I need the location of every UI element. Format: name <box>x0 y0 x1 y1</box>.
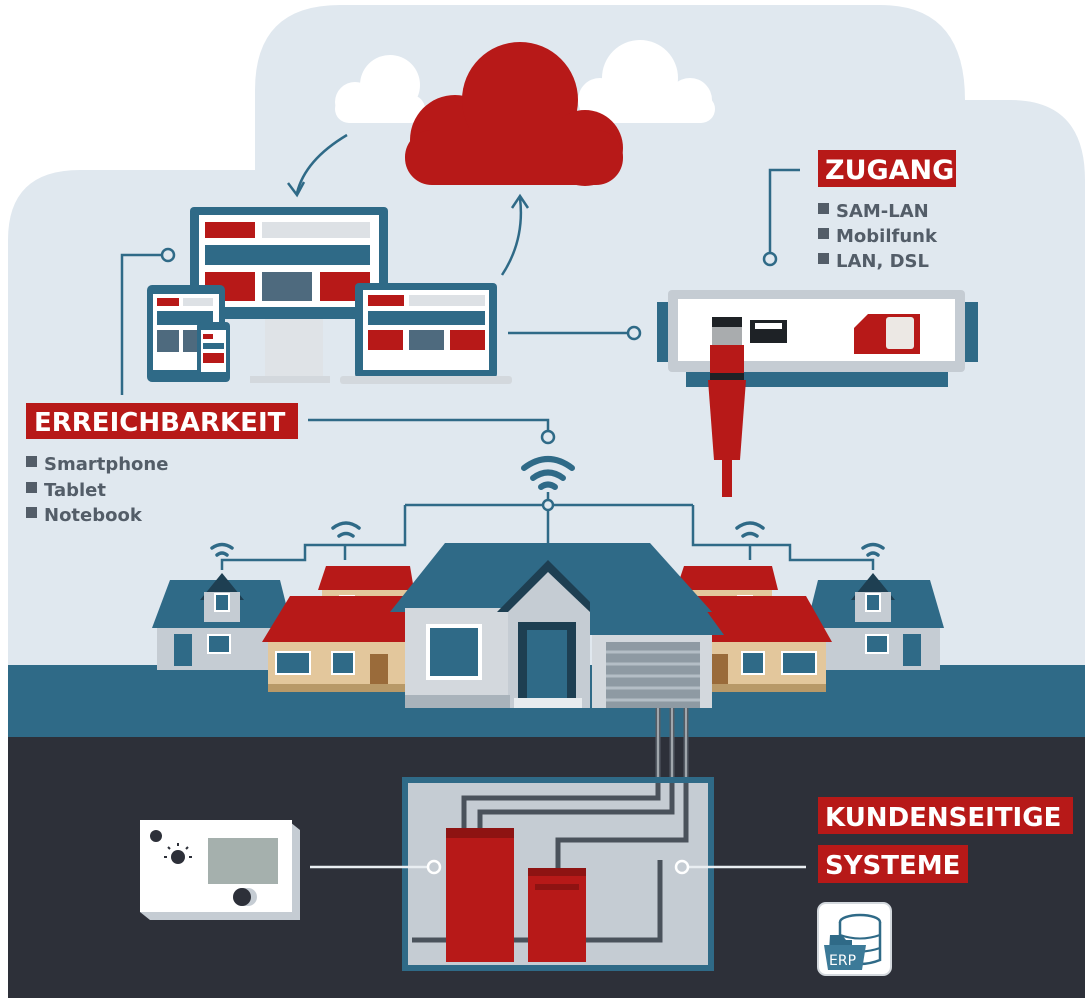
list-item: LAN, DSL <box>836 251 929 272</box>
sun-icon <box>171 850 185 864</box>
arrow-cloud-to-devices <box>295 133 348 194</box>
network-node <box>541 498 555 512</box>
white-cloud-left <box>335 55 425 123</box>
control-cabinet <box>528 868 586 962</box>
house-far-left <box>152 573 292 670</box>
house-main <box>390 543 724 708</box>
bullet-icon <box>26 456 37 467</box>
erp-database-icon: ERP <box>817 902 892 976</box>
heating-unit <box>446 828 514 962</box>
connector-node <box>674 859 690 875</box>
connector-zugang <box>768 168 800 253</box>
connector-node <box>160 247 176 263</box>
list-item: Tablet <box>44 480 106 501</box>
basement-room <box>402 777 714 971</box>
thermostat-device-icon <box>140 820 300 920</box>
ethernet-cable-icon <box>708 317 746 497</box>
arrow-head <box>287 181 306 198</box>
bullet-icon <box>818 203 829 214</box>
house-far-right <box>806 573 944 670</box>
erreichbarkeit-title: ERREICHBARKEIT <box>34 408 286 438</box>
connector-devices-erreichbarkeit <box>120 253 162 395</box>
wifi-icon-small <box>210 521 885 557</box>
erreichbarkeit-label-bg <box>26 403 298 439</box>
house-red-left <box>262 566 414 692</box>
arrow-head <box>510 193 530 209</box>
bullet-icon <box>818 228 829 239</box>
arrow-devices-to-cloud <box>500 197 523 276</box>
sky-background <box>8 5 1085 670</box>
bullet-icon <box>818 253 829 264</box>
kundenseitige-label-bg <box>818 797 1073 834</box>
connector-erreichbarkeit-house <box>308 418 550 431</box>
smartphone-icon <box>197 322 230 382</box>
zugang-title: ZUGANG <box>825 155 954 186</box>
erreichbarkeit-list: Smartphone Tablet Notebook <box>26 454 168 526</box>
wifi-icon <box>521 456 575 490</box>
list-item: SAM-LAN <box>836 201 929 222</box>
connector-node <box>426 859 442 875</box>
cloud-icon <box>405 42 623 186</box>
list-item: Smartphone <box>44 454 168 475</box>
connector-node <box>540 429 556 445</box>
bullet-icon <box>26 482 37 493</box>
connector-node <box>762 251 778 267</box>
router-device-icon <box>657 290 978 387</box>
zugang-label-bg <box>818 150 956 187</box>
notebook-icon <box>340 283 512 384</box>
erp-label: ERP <box>829 953 856 969</box>
bullet-icon <box>26 507 37 518</box>
kundenseitige-title-line2: SYSTEME <box>825 851 960 881</box>
list-item: Mobilfunk <box>836 226 938 247</box>
systeme-label-bg <box>818 845 968 883</box>
house-red-right <box>676 566 832 692</box>
zugang-list: SAM-LAN Mobilfunk LAN, DSL <box>818 201 938 272</box>
kundenseitige-title-line1: KUNDENSEITIGE <box>825 803 1061 833</box>
connector-node <box>626 325 642 341</box>
list-item: Notebook <box>44 505 143 526</box>
